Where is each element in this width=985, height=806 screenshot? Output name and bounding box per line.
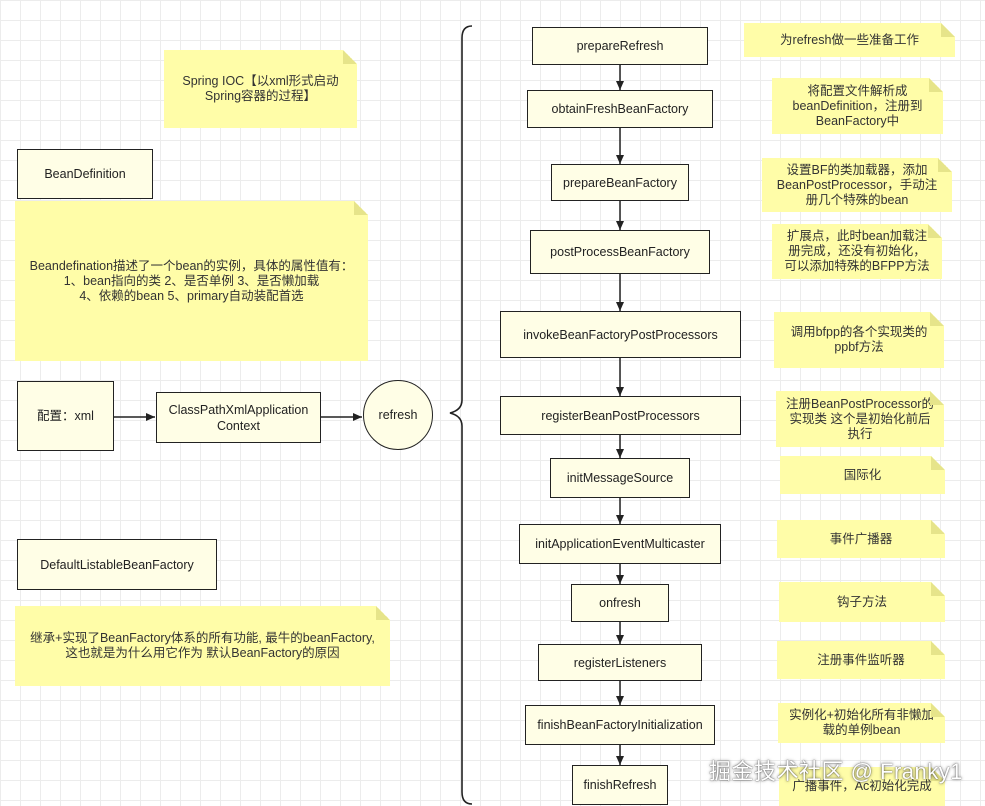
watermark: 掘金技术社区 @ Franky1 <box>708 759 963 784</box>
title-note: Spring IOC【以xml形式启动 Spring容器的过程】 <box>164 50 357 128</box>
context-box: ClassPathXmlApplication Context <box>156 392 321 443</box>
step-box: prepareBeanFactory <box>551 164 689 201</box>
step-note: 扩展点，此时bean加载注 册完成，还没有初始化， 可以添加特殊的BFPP方法 <box>772 224 942 279</box>
step-box: finishRefresh <box>572 765 668 805</box>
default-factory-note: 继承+实现了BeanFactory体系的所有功能, 最牛的beanFactory… <box>15 606 390 686</box>
step-box: obtainFreshBeanFactory <box>527 90 713 128</box>
step-box: prepareRefresh <box>532 27 708 65</box>
step-box: invokeBeanFactoryPostProcessors <box>500 311 741 358</box>
step-box: registerListeners <box>538 644 702 681</box>
step-note: 事件广播器 <box>777 520 945 558</box>
step-box: registerBeanPostProcessors <box>500 396 741 435</box>
step-note: 注册BeanPostProcessor的 实现类 这个是初始化前后 执行 <box>776 391 944 447</box>
step-note: 实例化+初始化所有非懒加 载的单例bean <box>778 703 945 743</box>
step-box: postProcessBeanFactory <box>530 230 710 274</box>
steps-brace <box>449 25 473 805</box>
refresh-circle: refresh <box>363 380 433 450</box>
step-box: onfresh <box>571 584 669 622</box>
step-note: 国际化 <box>780 456 945 494</box>
step-note: 设置BF的类加载器，添加 BeanPostProcessor，手动注 册几个特殊… <box>762 158 952 212</box>
step-note: 调用bfpp的各个实现类的 ppbf方法 <box>774 312 944 368</box>
step-box: initMessageSource <box>550 458 690 498</box>
default-factory-box: DefaultListableBeanFactory <box>17 539 217 590</box>
bean-definition-box: BeanDefinition <box>17 149 153 199</box>
config-xml-box: 配置：xml <box>17 381 114 451</box>
step-note: 为refresh做一些准备工作 <box>744 23 955 57</box>
step-box: finishBeanFactoryInitialization <box>525 705 715 745</box>
step-note: 将配置文件解析成 beanDefinition，注册到 BeanFactory中 <box>772 78 943 134</box>
bean-definition-note: Beandefination描述了一个bean的实例，具体的属性值有： 1、be… <box>15 201 368 361</box>
step-box: initApplicationEventMulticaster <box>519 524 721 564</box>
step-note: 注册事件监听器 <box>777 641 945 679</box>
step-note: 钩子方法 <box>779 582 945 622</box>
